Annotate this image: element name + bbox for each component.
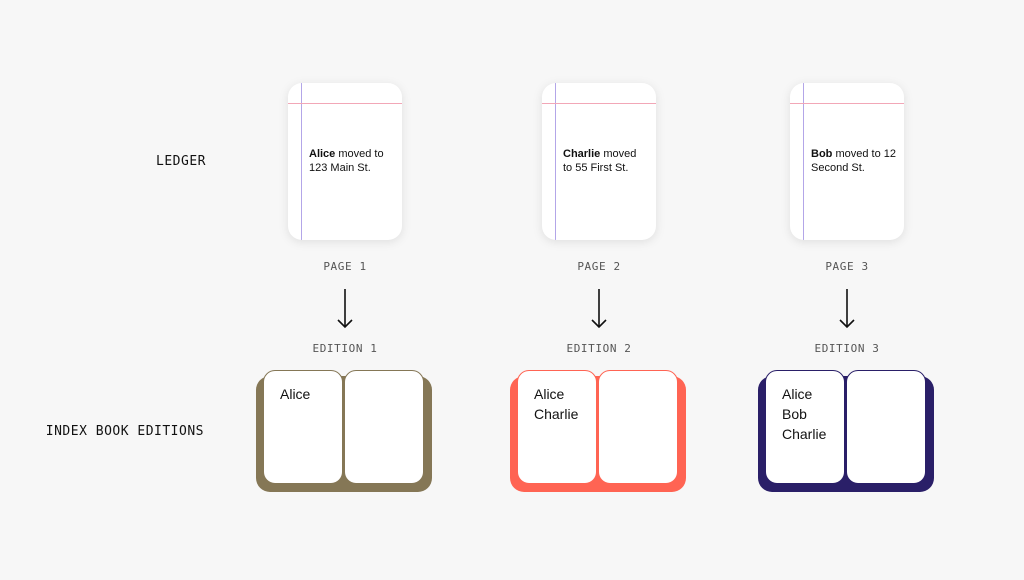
ledger-page-card: Charlie moved to 55 First St. [542, 83, 656, 240]
book-left-page: Alice [263, 370, 343, 484]
ledger-entry: Alice moved to 123 Main St. [309, 147, 394, 175]
entry-person-name: Alice [309, 148, 336, 160]
page-caption: PAGE 2 [577, 260, 621, 273]
page-header-line [790, 103, 904, 105]
book-right-page [598, 370, 678, 484]
index-name-entry: Alice [782, 386, 813, 402]
entry-text: moved to 12 Second St. [811, 148, 896, 174]
arrow-down-icon [591, 289, 607, 329]
column-3: Bob moved to 12 Second St. PAGE 3 EDITIO… [758, 0, 944, 580]
index-name-entry: Alice [534, 386, 565, 402]
column-2: Charlie moved to 55 First St. PAGE 2 EDI… [510, 0, 696, 580]
index-name-entry: Bob [782, 406, 807, 422]
page-header-line [288, 103, 402, 105]
index-name-entry: Charlie [782, 426, 827, 442]
ledger-page-card: Bob moved to 12 Second St. [790, 83, 904, 240]
ledger-row-label: LEDGER [156, 154, 206, 169]
ledger-entry: Charlie moved to 55 First St. [563, 147, 648, 175]
page-header-line [542, 103, 656, 105]
page-caption: PAGE 3 [825, 260, 869, 273]
page-margin-line [301, 83, 303, 240]
edition-caption: EDITION 3 [814, 342, 880, 355]
ledger-entry: Bob moved to 12 Second St. [811, 147, 896, 175]
page-margin-line [555, 83, 557, 240]
index-name-entry: Charlie [534, 406, 579, 422]
ledger-page-card: Alice moved to 123 Main St. [288, 83, 402, 240]
index-book: Alice [256, 370, 432, 494]
entry-person-name: Charlie [563, 148, 601, 160]
arrow-down-icon [337, 289, 353, 329]
edition-caption: EDITION 2 [566, 342, 632, 355]
edition-caption: EDITION 1 [312, 342, 378, 355]
entry-text: moved to 55 First St. [563, 148, 637, 174]
page-caption: PAGE 1 [323, 260, 367, 273]
index-book-editions-row-label: INDEX BOOK EDITIONS [45, 424, 204, 439]
entry-text: moved to 123 Main St. [309, 148, 384, 174]
page-margin-line [803, 83, 805, 240]
entry-person-name: Bob [811, 148, 833, 160]
index-names: Alice [280, 384, 310, 404]
book-right-page [846, 370, 926, 484]
book-right-page [344, 370, 424, 484]
index-name-entry: Alice [280, 386, 311, 402]
column-1: Alice moved to 123 Main St. PAGE 1 EDITI… [256, 0, 442, 580]
arrow-down-icon [839, 289, 855, 329]
